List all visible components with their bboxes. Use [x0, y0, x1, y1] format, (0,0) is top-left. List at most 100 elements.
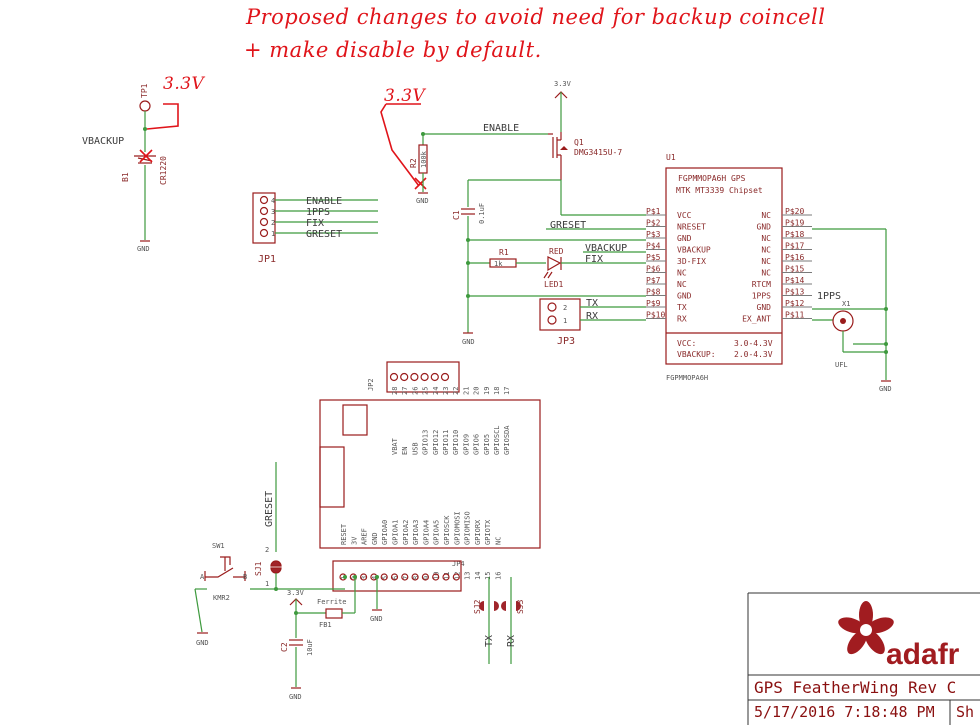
- jp2-pin-hole: [430, 372, 439, 382]
- jp1-pin-number: 3: [271, 208, 275, 216]
- u1-right-pin-name: 1PPS: [752, 292, 771, 301]
- reset-circuit: GRESET SJ1 2 1 SW1 A B KMR2 GND 3.3V Fer…: [194, 462, 525, 701]
- jp1-pin-number: 2: [271, 219, 275, 227]
- jp4-pin-hole: [452, 573, 460, 581]
- u1-left-pin-number: P$7: [646, 276, 661, 285]
- tp1-symbol: [139, 100, 151, 112]
- greset-net-u1: GRESET: [550, 220, 586, 231]
- feather-top-pin-number: 28: [391, 387, 399, 395]
- feather-bot-pin-name: GPIOA3: [412, 520, 420, 545]
- kmr2-label: KMR2: [213, 594, 230, 602]
- led1-color: RED: [549, 247, 564, 256]
- x1-label: X1: [842, 300, 850, 308]
- jp2-pin-hole: [389, 372, 399, 382]
- jp1-pin-hole: [259, 206, 269, 216]
- feather-top-pin-number: 19: [483, 387, 491, 395]
- u1-left-pin-name: NC: [677, 269, 687, 278]
- jp1-pin-hole: [259, 195, 269, 205]
- jp1-net-label: GRESET: [306, 229, 342, 240]
- jp4-pin-hole: [432, 573, 440, 581]
- feather-bot-pin-number: 10: [433, 572, 441, 580]
- sj2-label: SJ2: [473, 599, 482, 614]
- annotation-v1: 3.3V: [163, 74, 205, 94]
- u1-right-pin-name: GND: [757, 223, 772, 232]
- feather-bot-pin-name: GPIOMISO: [464, 511, 472, 545]
- u1-body: [665, 167, 783, 365]
- greset-net-sj1: GRESET: [264, 491, 275, 527]
- sj1-pin2: 2: [265, 546, 269, 554]
- u1-right-pin-number: P$20: [785, 207, 804, 216]
- q1-label: Q1: [574, 138, 584, 147]
- feather-bot-pin-name: 3V: [350, 536, 358, 545]
- u1-left-pin-name: GND: [677, 234, 692, 243]
- feather-top-pin-name: GPIOSDA: [503, 425, 511, 455]
- vbackup-net-label: VBACKUP: [82, 136, 124, 147]
- gnd-label-r2: GND: [416, 197, 429, 205]
- enable-net-label: ENABLE: [483, 123, 519, 134]
- r2-label: R2: [409, 158, 418, 168]
- jp3-pin-2: 2: [563, 304, 567, 312]
- feather-bot-pin-name: GPIOA0: [381, 520, 389, 545]
- u1-right-pin-name: NC: [761, 257, 771, 266]
- u1-left-pin-number: P$2: [646, 219, 661, 228]
- title-block-sheet: Sh: [956, 703, 975, 721]
- jp1-pin-hole: [259, 228, 269, 238]
- jp4-pin-hole: [360, 573, 368, 581]
- supply-label-q1: 3.3V: [554, 80, 572, 88]
- feather-top-pin-number: 25: [422, 387, 430, 395]
- jp2-pin-hole: [440, 372, 450, 382]
- enable-circuit: R2 100k GND ENABLE 3.3V Q1 DMG3415U-7 C1…: [409, 80, 646, 346]
- annot-wire-2: [380, 103, 421, 187]
- sw1-pin-b: B: [243, 573, 247, 581]
- jp2-pin-hole: [420, 372, 429, 382]
- u1-part: FGPMMOPA6H: [666, 374, 708, 382]
- jp3-pin-1: 1: [563, 317, 567, 325]
- jp2-pin-hole: [400, 372, 409, 382]
- annotation-v2: 3.3V: [384, 86, 426, 106]
- feather-bot-pin-name: GPIOA2: [402, 520, 410, 545]
- fb1-label: FB1: [319, 621, 332, 629]
- jp1-net-label: ENABLE: [306, 196, 342, 207]
- u1-right-pin-name: EX_ANT: [742, 315, 771, 324]
- pps-net-label: 1PPS: [817, 291, 841, 302]
- feather-top-pin-number: 18: [493, 387, 501, 395]
- feather-top-pin-name: GPIO12: [432, 430, 440, 455]
- sw1-label: SW1: [212, 542, 225, 550]
- feather-bot-pin-name: RESET: [340, 523, 348, 545]
- gnd-label-b1: GND: [137, 245, 150, 253]
- feather-bot-pin-number: 11: [443, 572, 451, 580]
- title-block: adafr: [747, 592, 980, 725]
- jp1-pin-number: 1: [271, 230, 275, 238]
- u1-left-pin-name: NRESET: [677, 223, 706, 232]
- feather-bot-pin-number: 3: [361, 576, 369, 580]
- jp4-label: JP4: [452, 560, 465, 568]
- feather-top-pin-number: 24: [432, 387, 440, 395]
- u1-right-pin-number: P$12: [785, 299, 804, 308]
- feather-bot-pin-name: GPIOSCK: [443, 515, 451, 545]
- feather-bot-pin-number: 6: [392, 576, 400, 580]
- c2-label: C2: [280, 642, 289, 652]
- u1-vcc-range: 3.0-4.3V: [734, 339, 773, 348]
- feather-top-pin-number: 21: [462, 387, 470, 395]
- c2-value: 10uF: [306, 639, 314, 656]
- gnd-label-jp4: GND: [370, 615, 383, 623]
- title-block-name: GPS FeatherWing Rev C: [754, 678, 957, 697]
- feather-bot-pin-number: 12: [453, 572, 461, 580]
- u1-left-pin-number: P$5: [646, 253, 661, 262]
- feather-top-pin-name: GPIOSCL: [493, 425, 501, 455]
- led-circuit: R1 1k RED LED1 VBACKUP FIX GRESET: [468, 220, 646, 289]
- feather-bot-pin-number: 4: [371, 576, 379, 580]
- feather-top-pin-name: GPIO5: [483, 434, 491, 455]
- feather-bot-pin-name: GND: [371, 532, 379, 545]
- jp3-connector: 2 1 TX RX JP3: [539, 298, 646, 347]
- feather-bot-pin-number: 8: [412, 576, 420, 580]
- feather-top-pin-name: GPIO9: [462, 434, 470, 455]
- fix-net-u1: FIX: [585, 254, 603, 265]
- feather-top-pin-name: GPIO10: [452, 430, 460, 455]
- u1-left-pin-number: P$10: [646, 311, 665, 320]
- jp3-label: JP3: [557, 336, 575, 347]
- feather-bot-pin-number: 15: [484, 572, 492, 580]
- u1-left-pin-name: TX: [677, 303, 687, 312]
- u1-right-pin-number: P$16: [785, 253, 804, 262]
